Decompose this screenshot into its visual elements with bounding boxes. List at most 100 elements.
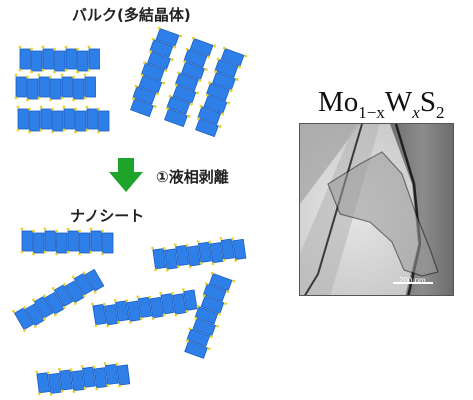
sulfur-atom <box>71 275 75 279</box>
sulfur-atom <box>43 317 46 321</box>
exfoliation-step-label: ①液相剥離 <box>156 168 229 186</box>
sulfur-atom <box>62 128 66 132</box>
crystal-tile <box>44 230 56 252</box>
crystal-tile <box>200 295 225 314</box>
nanosheet-title: ナノシート <box>70 207 145 225</box>
crystal-tile <box>75 110 87 132</box>
sulfur-atom <box>185 309 189 313</box>
crystal-tile <box>152 248 167 270</box>
crystal-tile <box>195 118 219 138</box>
sulfur-atom <box>94 324 98 328</box>
nanosheet <box>91 288 198 328</box>
crystal-tile <box>56 232 68 254</box>
sulfur-atom <box>149 50 153 54</box>
sulfur-atom <box>162 247 166 250</box>
sulfur-atom <box>226 290 230 294</box>
crystal-tile <box>186 328 211 347</box>
sulfur-atom <box>157 26 161 30</box>
crystal-tile <box>202 283 227 302</box>
scale-bar-label: 200 nm <box>399 276 426 285</box>
crystal-tile <box>164 248 179 270</box>
crystal-tile <box>50 78 62 100</box>
nanosheet <box>20 227 114 256</box>
crystal-tile <box>84 268 105 292</box>
sulfur-atom <box>66 250 70 254</box>
crystal-tile <box>88 48 100 70</box>
sulfur-atom <box>188 265 192 269</box>
crystal-tile <box>155 27 180 47</box>
sulfur-atom <box>191 36 195 40</box>
sulfur-atom <box>132 97 135 101</box>
sulfur-atom <box>41 68 45 72</box>
sulfur-atom <box>186 339 189 343</box>
sulfur-atom <box>32 252 35 256</box>
crystal-tile <box>186 245 201 267</box>
sulfur-atom <box>74 130 77 134</box>
sulfur-atom <box>83 96 87 100</box>
sulfur-atom <box>103 362 107 366</box>
sulfur-atom <box>89 250 93 254</box>
sulfur-atom <box>55 252 58 256</box>
sulfur-atom <box>222 258 226 262</box>
crystal-tile <box>84 76 96 98</box>
crystal-tile <box>232 238 247 261</box>
bulk-strip <box>16 105 110 134</box>
sulfur-atom <box>218 312 222 316</box>
crystal-tile <box>63 108 75 130</box>
sulfur-atom <box>43 227 47 231</box>
sulfur-atom <box>85 128 89 132</box>
sulfur-atom <box>218 125 222 128</box>
sulfur-atom <box>197 117 200 121</box>
crystal-tile <box>17 108 29 130</box>
sulfur-atom <box>196 240 200 244</box>
sulfur-atom <box>14 96 18 100</box>
sulfur-atom <box>214 70 218 74</box>
down-arrow-icon <box>109 158 143 192</box>
crystal-tile <box>212 71 236 91</box>
crystal-tile <box>149 296 164 319</box>
sulfur-atom <box>82 294 86 298</box>
sulfur-atom <box>222 46 226 50</box>
sulfur-atom <box>232 279 236 283</box>
sulfur-atom <box>20 250 24 254</box>
crystal-tile <box>79 232 91 254</box>
crystal-tile <box>38 76 50 98</box>
crystal-tile <box>175 244 190 267</box>
sulfur-atom <box>72 98 75 102</box>
crystal-tile <box>44 291 65 315</box>
crystal-tile <box>147 51 171 71</box>
sulfur-atom <box>62 105 66 109</box>
sulfur-atom <box>165 268 169 272</box>
crystal-tile <box>184 340 208 359</box>
sulfur-atom <box>229 89 233 92</box>
sulfur-atom <box>118 384 121 388</box>
sulfur-atom <box>51 130 54 134</box>
sulfur-atom <box>196 304 200 308</box>
sulfur-atom <box>148 295 152 299</box>
sulfur-atom <box>97 107 100 111</box>
tem-image: 200 nm <box>299 123 454 296</box>
crystal-tile <box>192 318 217 337</box>
crystal-tile <box>27 78 39 100</box>
sulfur-atom <box>28 130 31 134</box>
sulfur-atom <box>16 105 20 109</box>
sulfur-atom <box>204 282 208 286</box>
sulfur-atom <box>18 45 22 49</box>
sulfur-atom <box>204 68 208 71</box>
crystal-tile <box>183 289 198 311</box>
sulfur-atom <box>134 84 138 88</box>
sulfur-atom <box>170 58 174 61</box>
sulfur-atom <box>208 240 212 244</box>
sulfur-atom <box>58 367 61 371</box>
sulfur-atom <box>97 130 100 134</box>
sulfur-atom <box>183 60 187 64</box>
crystal-tile <box>53 284 74 308</box>
sulfur-atom <box>43 250 47 254</box>
sulfur-atom <box>82 271 86 275</box>
sulfur-atom <box>164 69 168 72</box>
sulfur-atom <box>60 389 64 393</box>
sulfur-atom <box>62 282 66 286</box>
crystal-tile <box>65 48 77 70</box>
sulfur-atom <box>30 70 33 74</box>
crystal-tile <box>137 296 153 319</box>
